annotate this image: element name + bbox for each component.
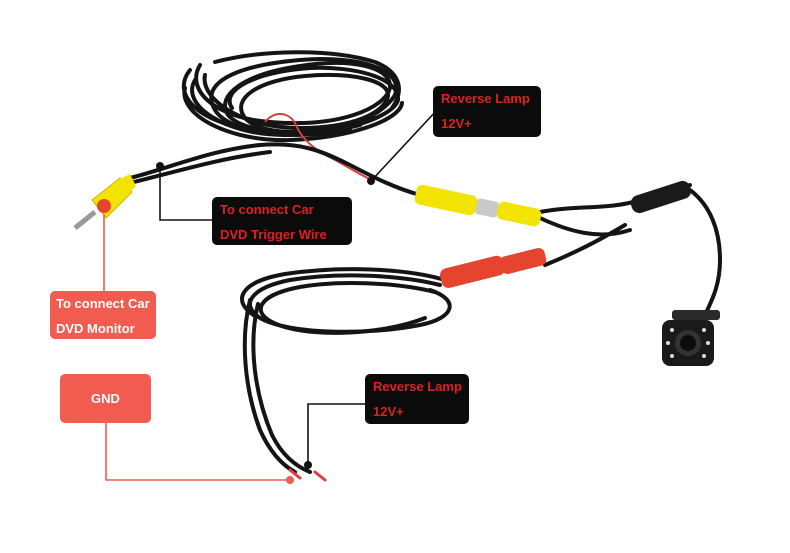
bottom-cable-coil: [240, 267, 452, 474]
main-cables: [128, 142, 723, 317]
callout-lines: [103, 109, 438, 484]
label-reverse-lamp-bottom-line2: 12V+: [373, 404, 404, 419]
label-dvd-trigger-line1: To connect Car: [220, 202, 314, 217]
label-reverse-lamp-bottom: Reverse Lamp 12V+: [365, 374, 469, 424]
yellow-rca-connector: [414, 184, 542, 227]
label-dvd-monitor: To connect Car DVD Monitor: [50, 291, 156, 339]
rca-plug-icon: [73, 174, 136, 230]
wire-ends: [288, 468, 327, 482]
black-connector: [630, 180, 692, 214]
label-reverse-lamp-top-line2: 12V+: [441, 116, 472, 131]
label-reverse-lamp-bottom-line1: Reverse Lamp: [373, 379, 462, 394]
label-gnd-text: GND: [91, 391, 120, 406]
label-reverse-lamp-top: Reverse Lamp 12V+: [433, 86, 541, 137]
red-rca-connector: [440, 247, 547, 288]
label-gnd: GND: [60, 374, 151, 423]
led-icon: [666, 328, 710, 358]
label-dvd-monitor-line1: To connect Car: [56, 296, 150, 311]
top-cable-coil: [182, 50, 404, 143]
label-dvd-trigger-line2: DVD Trigger Wire: [220, 227, 327, 242]
top-cable-red-wire: [264, 113, 373, 181]
label-dvd-trigger: To connect Car DVD Trigger Wire: [212, 197, 352, 245]
callout-gnd: [105, 422, 290, 481]
camera-icon: [662, 310, 720, 366]
callout-dvd-trigger: [159, 166, 212, 221]
label-dvd-monitor-line2: DVD Monitor: [56, 321, 135, 336]
callout-reverse-lamp-bottom: [307, 403, 366, 465]
label-reverse-lamp-top-line1: Reverse Lamp: [441, 91, 530, 106]
callout-reverse-lamp-top: [370, 109, 438, 182]
